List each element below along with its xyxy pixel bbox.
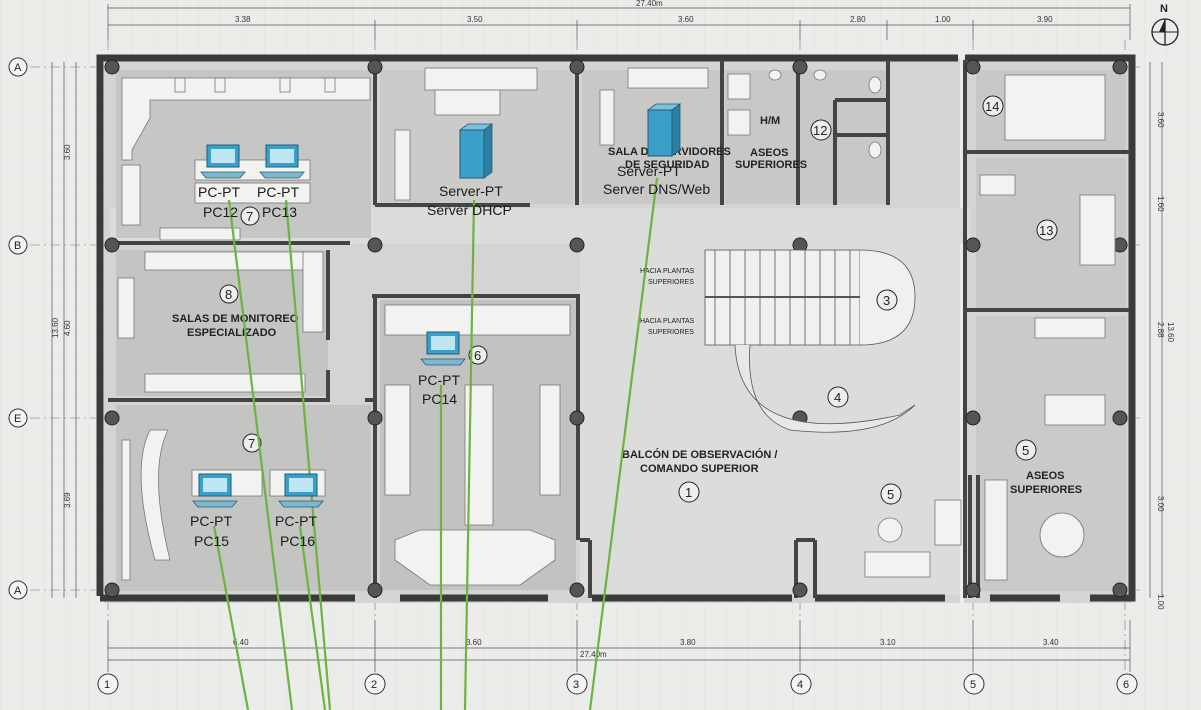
pc12-type-label: PC-PT [198,184,240,200]
dim-right-1: 3.60 [1156,112,1165,128]
pc13-type-label: PC-PT [257,184,299,200]
grid-col-5: 5 [970,679,976,691]
room-number-8: 8 [225,287,232,302]
dim-total-top: 27.40m [636,0,663,8]
room-label-monitoreo: SALAS DE MONITOREO [172,313,299,325]
room-number-4: 4 [834,390,841,405]
server-dhcp-icon[interactable] [458,123,494,179]
left-dimension-lines [51,62,77,598]
pc12-icon[interactable] [200,144,246,179]
pc14-icon[interactable] [420,331,466,366]
stair-label-2b: SUPERIORES [648,329,694,336]
room-label-balcon-2: COMANDO SUPERIOR [640,463,759,475]
room-number-6: 6 [474,348,481,363]
pc13-name-label: PC13 [262,204,297,220]
dim-bottom-1: 6.40 [233,638,249,647]
room-number-1: 1 [685,485,692,500]
pc16-type-label: PC-PT [275,513,317,529]
room-label-especializado: ESPECIALIZADO [187,327,277,339]
dim-right-2: 1.60 [1156,196,1165,212]
pc15-icon[interactable] [192,473,238,508]
grid-col-2: 2 [371,679,377,691]
furniture [117,67,1116,586]
room-label-balcon-1: BALCÓN DE OBSERVACIÓN / [622,448,777,461]
room-number-13: 13 [1039,223,1053,238]
dim-top-1: 3.38 [235,15,251,24]
room-number-5a: 5 [887,487,894,502]
dim-right-4: 3.00 [1156,496,1165,512]
grid-row-e: E [14,413,21,425]
top-dimension-lines [107,4,1131,40]
room-label-aseos-sup-2: SUPERIORES [735,159,807,171]
server-dhcp-type-label: Server-PT [439,183,503,199]
dim-top-3: 3.60 [678,15,694,24]
pc16-icon[interactable] [278,473,324,508]
dim-total-bottom: 27.40m [580,650,607,659]
dim-right-3: 2.88 [1156,322,1165,338]
dim-right-5: 1.00 [1156,594,1165,610]
dim-bottom-3: 3.80 [680,638,696,647]
dim-right-total: 13.60 [1166,322,1175,343]
grid-col-1: 1 [104,679,110,691]
room-number-3: 3 [883,293,890,308]
dim-top-4: 2.80 [850,15,866,24]
server-dhcp-name-label: Server DHCP [427,202,512,218]
network-links [212,177,659,710]
dim-left-total: 13.60 [51,317,60,338]
grid-col-3: 3 [573,679,579,691]
dim-left-2: 4.60 [63,320,72,336]
pc13-icon[interactable] [259,144,305,179]
pc14-name-label: PC14 [422,391,457,407]
grid-row-a-bottom: A [14,585,22,597]
structural-columns [104,59,1128,598]
stair-label-1a: HACIA PLANTAS [640,268,695,275]
pc12-name-label: PC12 [203,204,238,220]
north-compass-icon [1151,18,1179,46]
room-label-aseos-right-2: SUPERIORES [1010,484,1082,496]
server-dns-type-label: Server-PT [617,163,681,179]
stair-label-1b: SUPERIORES [648,279,694,286]
grid-row-b: B [14,240,21,252]
server-dns-name-label: Server DNS/Web [603,181,710,197]
server-dns-web-icon[interactable] [646,103,682,157]
pc15-name-label: PC15 [194,533,229,549]
row-grid-bubbles [8,57,28,600]
compass-label: N [1160,3,1168,15]
dim-left-1: 3.60 [63,144,72,160]
grid-col-6: 6 [1123,679,1129,691]
room-label-hm: H/M [760,115,780,127]
dim-top-2: 3.50 [467,15,483,24]
inner-walls [108,60,1130,598]
stair-label-2a: HACIA PLANTAS [640,318,695,325]
pc14-type-label: PC-PT [418,372,460,388]
room-label-servidores-2: DE SEGURIDAD [625,159,709,171]
pc16-name-label: PC16 [280,533,315,549]
dim-top-6: 3.90 [1037,15,1053,24]
dim-top-5: 1.00 [935,15,951,24]
dim-bottom-2: 3.60 [466,638,482,647]
dim-bottom-5: 3.40 [1043,638,1059,647]
walls [96,54,1136,602]
grid-col-4: 4 [797,679,803,691]
dim-bottom-4: 3.10 [880,638,896,647]
room-number-7a: 7 [246,209,253,224]
grid-row-a-top: A [14,62,22,74]
right-dimension-lines [1149,62,1163,598]
dim-left-3: 3.69 [63,492,72,508]
column-grid-bubbles [97,673,1138,695]
room-number-12: 12 [813,123,827,138]
room-number-14: 14 [985,99,999,114]
room-number-circles [219,95,1058,505]
room-number-5b: 5 [1022,443,1029,458]
pc15-type-label: PC-PT [190,513,232,529]
room-number-7b: 7 [248,436,255,451]
room-label-aseos-right-1: ASEOS [1026,470,1065,482]
room-label-aseos-sup-1: ASEOS [750,147,789,159]
